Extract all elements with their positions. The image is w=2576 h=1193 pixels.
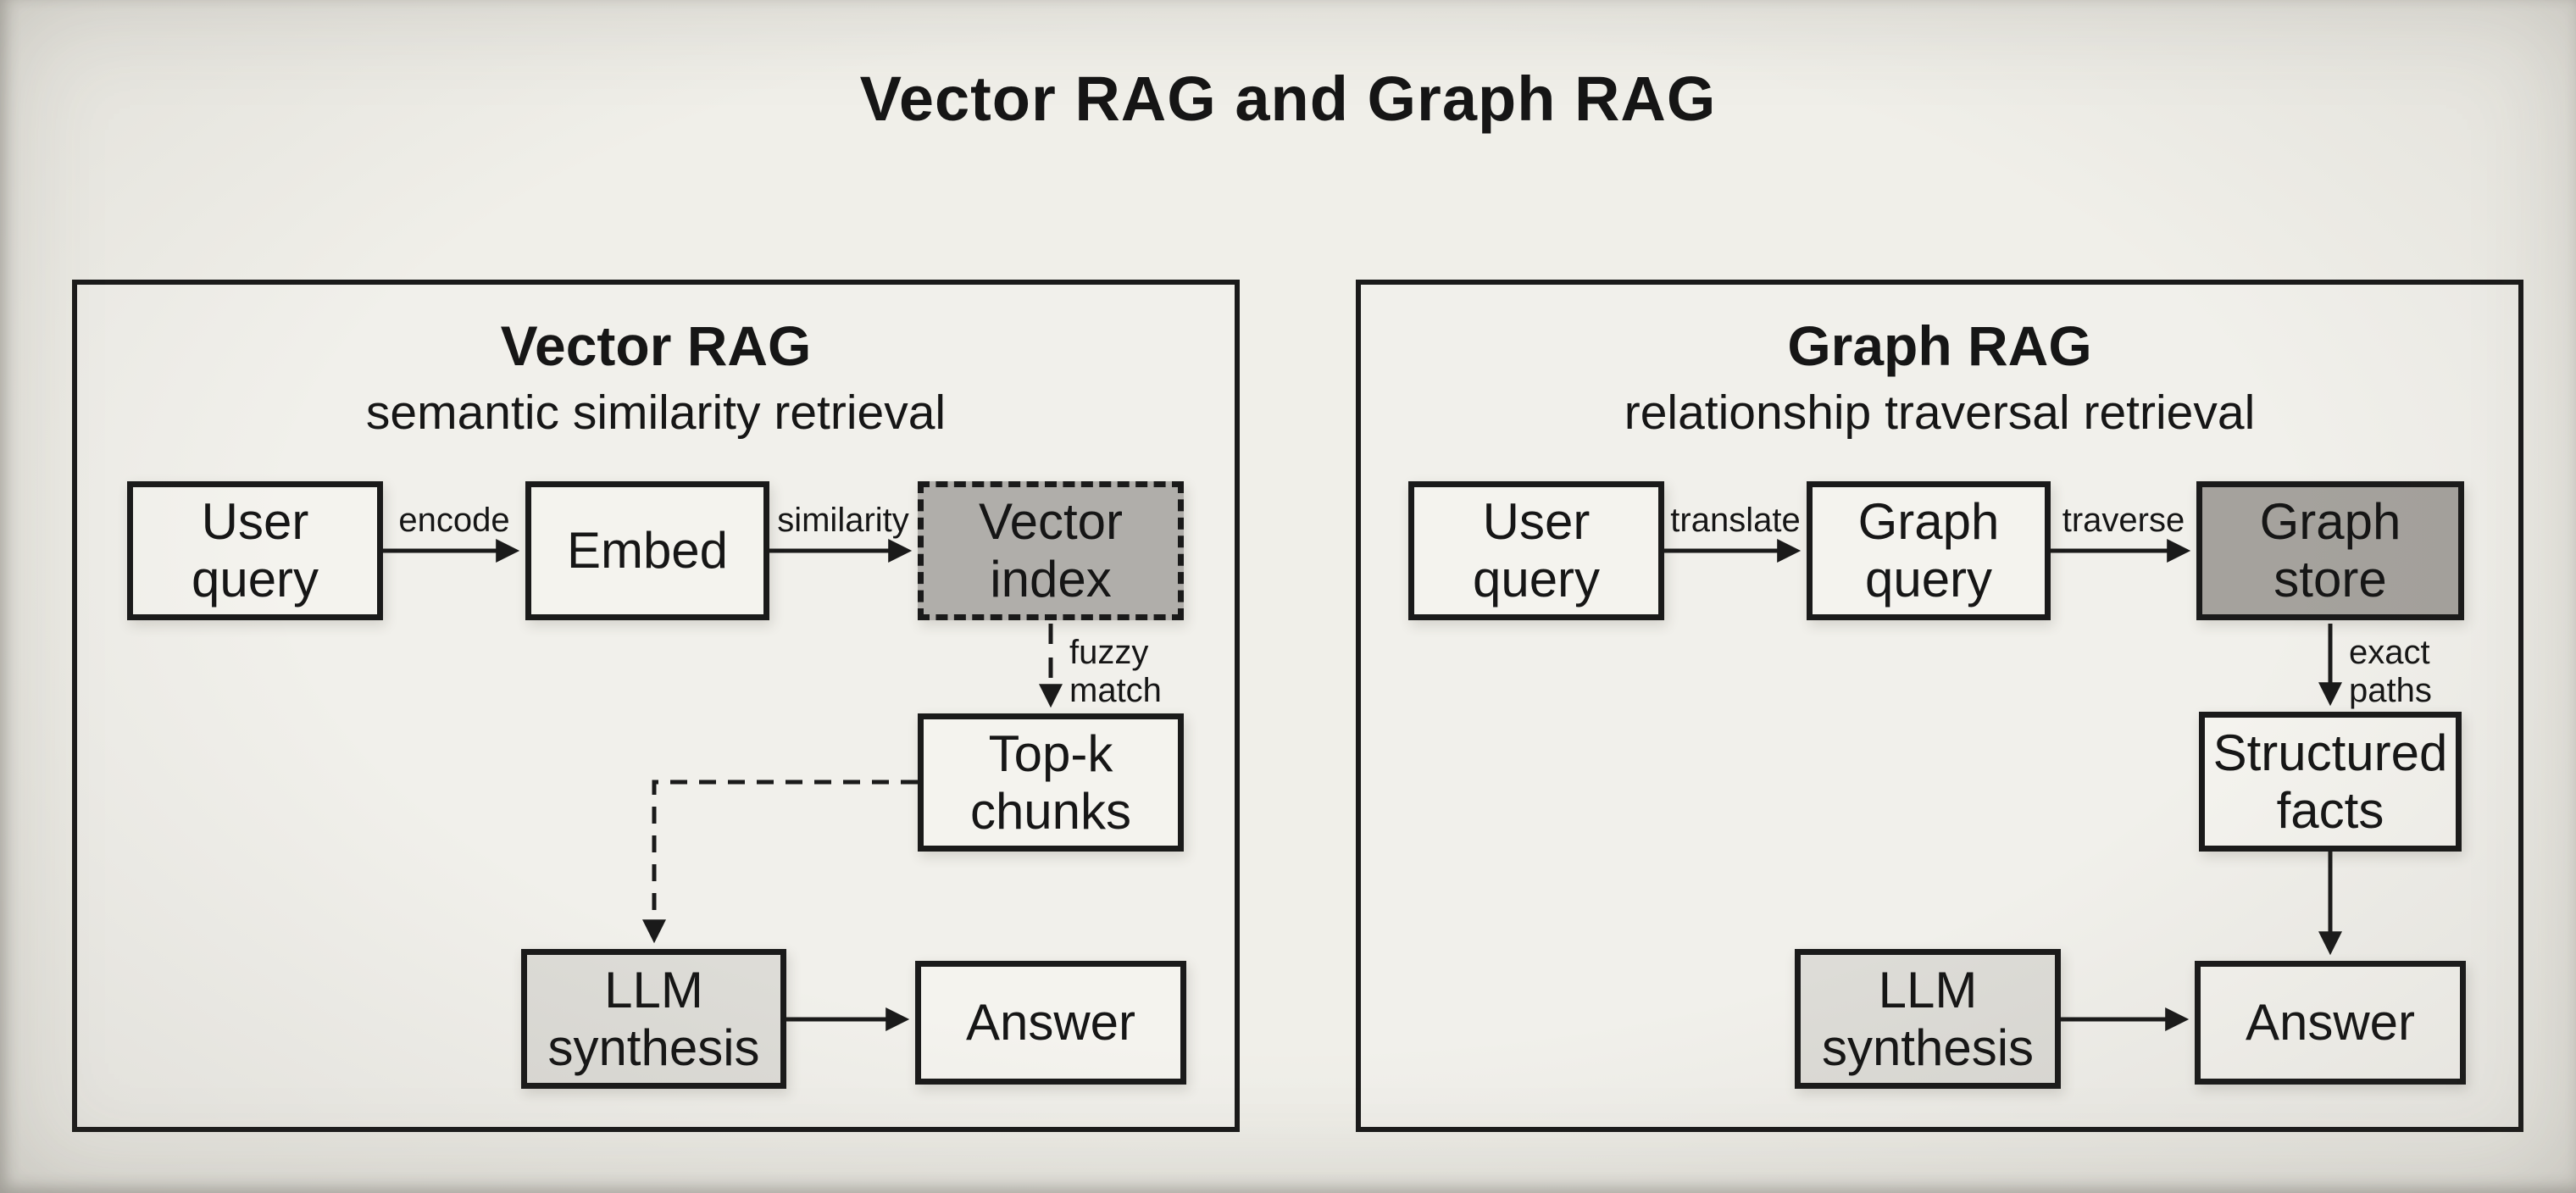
graph-node-answer: Answer: [2195, 961, 2466, 1085]
node-label-line: Answer: [2245, 994, 2416, 1052]
node-label-line: Graph: [2259, 493, 2401, 551]
graph-node-graph-query: Graph query: [1807, 481, 2051, 620]
graph-node-structured-facts: Structured facts: [2199, 712, 2462, 852]
vector-node-llm-synthesis: LLM synthesis: [521, 949, 786, 1089]
edge-label-similarity: similarity: [777, 502, 909, 539]
arrow-topk-to-llm: [642, 780, 918, 944]
graph-node-llm-synthesis: LLM synthesis: [1795, 949, 2061, 1089]
node-label-line: Answer: [965, 994, 1136, 1052]
graph-node-graph-store: Graph store: [2196, 481, 2464, 620]
graph-rag-subtitle: relationship traversal retrieval: [1624, 386, 2256, 440]
vector-rag-subtitle: semantic similarity retrieval: [365, 386, 947, 440]
edge-label-line: match: [1069, 671, 1162, 709]
edge-label-exact-paths: exact paths: [2349, 634, 2432, 710]
vector-node-answer: Answer: [915, 961, 1186, 1085]
node-label-line: index: [990, 551, 1112, 608]
page-title: Vector RAG and Graph RAG: [859, 64, 1717, 134]
node-label-line: query: [191, 551, 319, 608]
node-label-line: synthesis: [547, 1018, 760, 1076]
edge-label-translate: translate: [1670, 502, 1801, 539]
vector-node-user-query: User query: [127, 481, 383, 620]
edge-label-line: exact: [2349, 634, 2430, 671]
node-label-line: Graph: [1857, 493, 2000, 551]
node-label-line: facts: [2276, 781, 2384, 839]
node-label-line: Vector: [978, 493, 1124, 551]
vector-node-top-k-chunks: Top-k chunks: [918, 713, 1184, 852]
node-label-line: synthesis: [1821, 1018, 2035, 1076]
edge-label-encode: encode: [398, 502, 510, 539]
edge-label-traverse: traverse: [2062, 502, 2185, 539]
vector-rag-title: Vector RAG: [500, 314, 812, 377]
node-label-line: Top-k: [988, 724, 1113, 782]
graph-rag-title: Graph RAG: [1787, 314, 2092, 377]
vector-node-vector-index: Vector index: [918, 481, 1184, 620]
node-label-line: Embed: [566, 522, 729, 580]
edge-label-line: fuzzy: [1069, 634, 1149, 671]
graph-node-user-query: User query: [1408, 481, 1664, 620]
edge-label-fuzzy-match: fuzzy match: [1069, 634, 1162, 710]
node-label-line: LLM: [1878, 961, 1978, 1018]
node-label-line: query: [1864, 551, 1993, 608]
edge-label-line: paths: [2349, 671, 2432, 709]
vector-node-embed: Embed: [525, 481, 769, 620]
node-label-line: store: [2273, 551, 2387, 608]
node-label-line: query: [1472, 551, 1601, 608]
node-label-line: chunks: [969, 782, 1132, 840]
node-label-line: User: [201, 493, 309, 551]
node-label-line: LLM: [604, 961, 703, 1018]
node-label-line: User: [1482, 493, 1591, 551]
node-label-line: Structured: [2212, 724, 2448, 781]
